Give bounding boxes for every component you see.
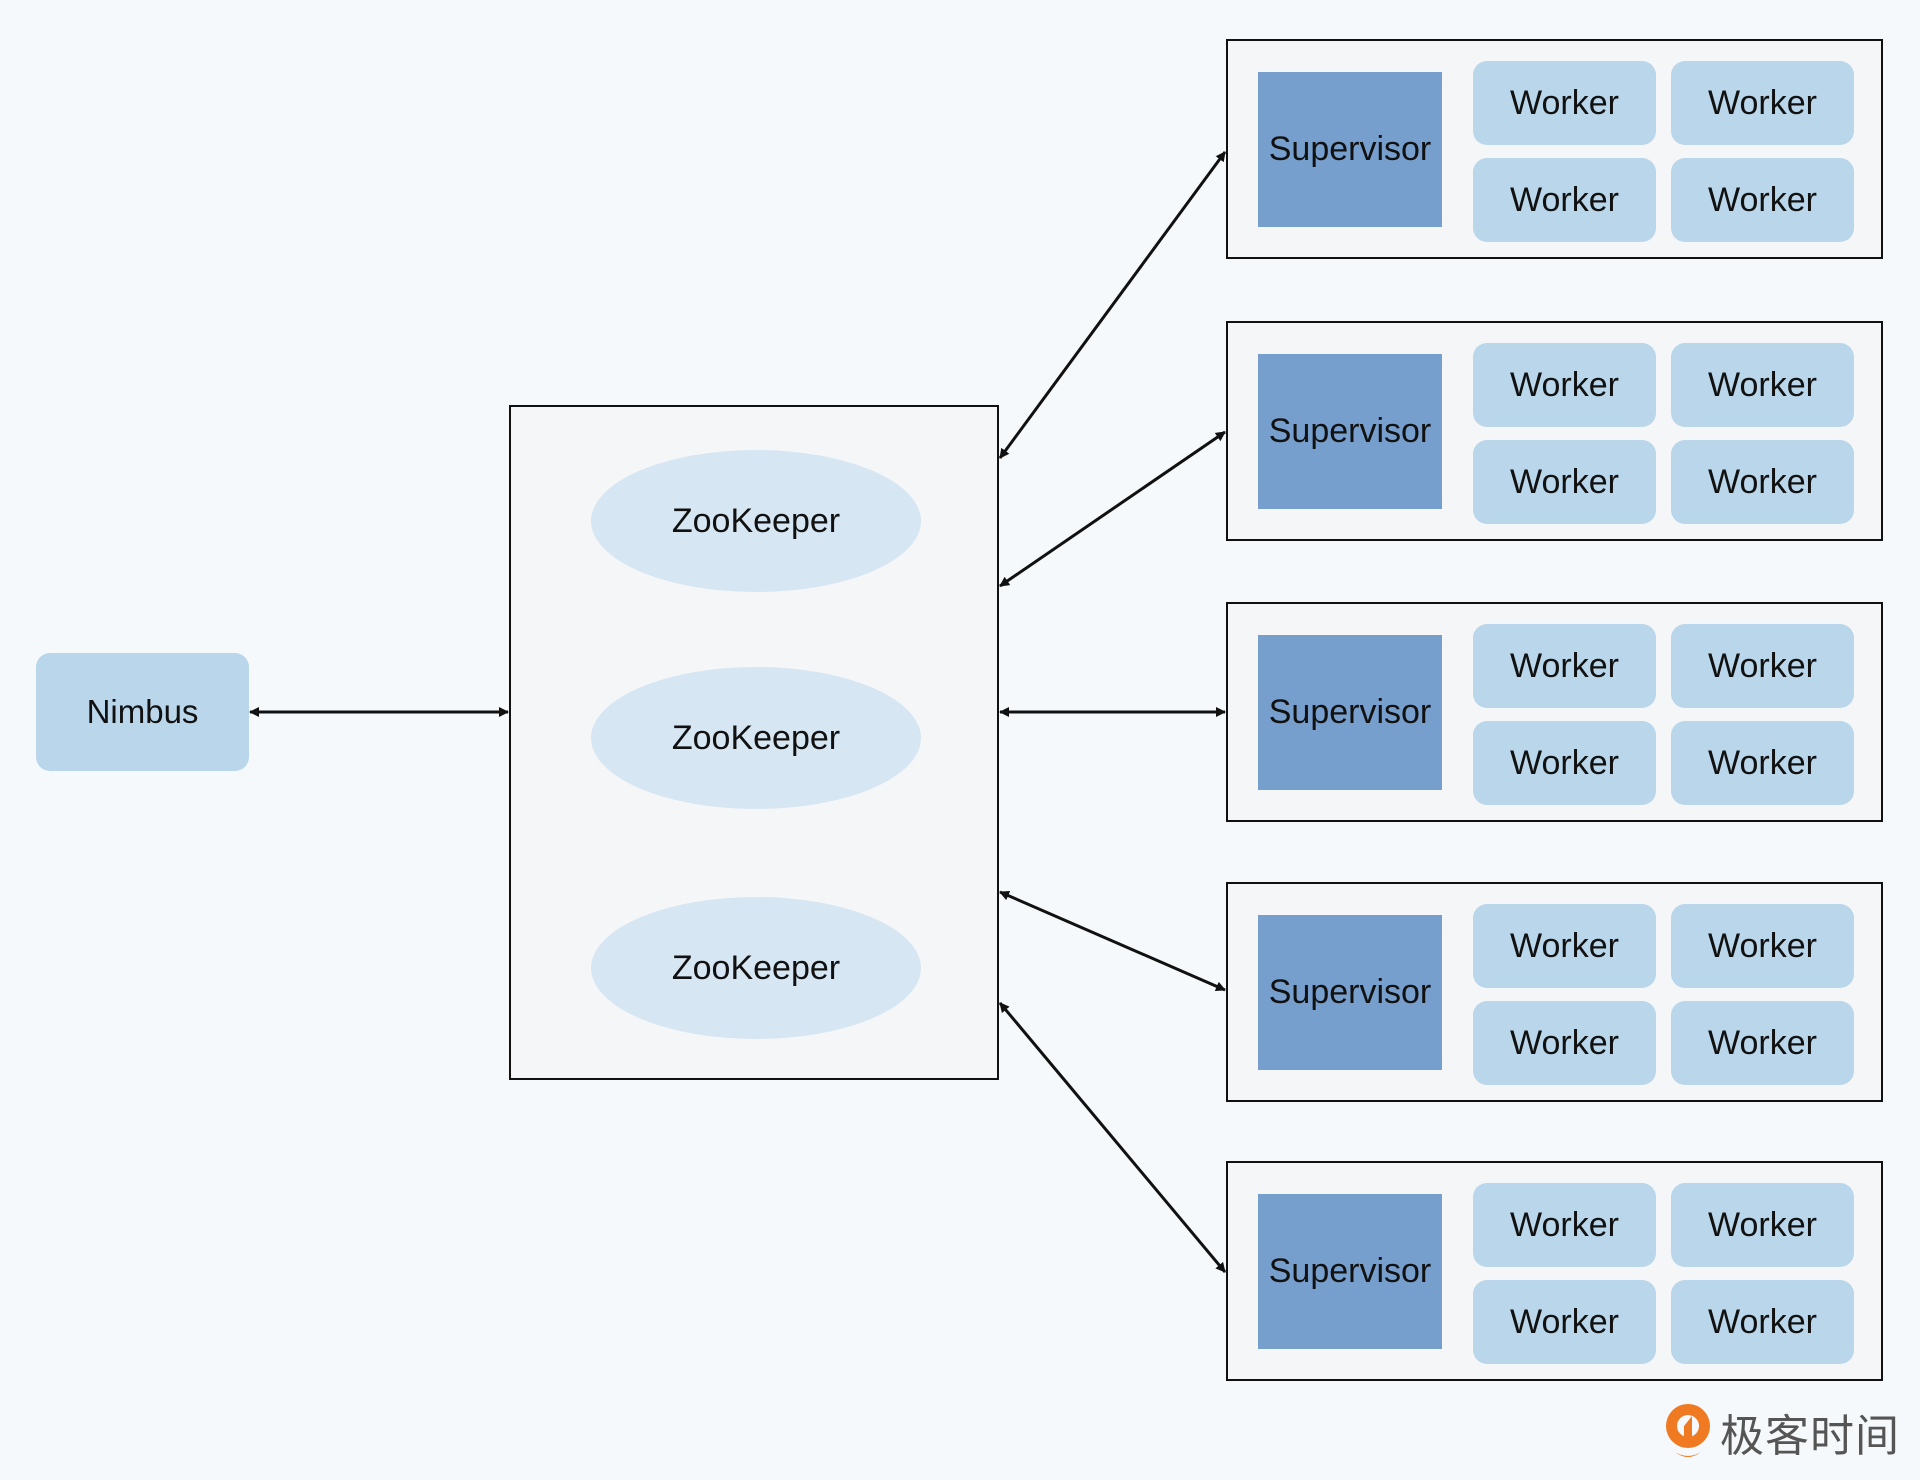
- nimbus-label: Nimbus: [86, 693, 199, 730]
- arrow-zookeeper-supervisor-1: [998, 151, 1227, 459]
- supervisor-label: Supervisor: [1268, 130, 1432, 168]
- worker-label: Worker: [1708, 180, 1817, 219]
- zookeeper-node: ZooKeeper: [591, 897, 921, 1039]
- worker-node: Worker: [1671, 904, 1854, 988]
- watermark-text: 极客时间: [1720, 1411, 1900, 1462]
- worker-label: Worker: [1510, 365, 1619, 404]
- worker-label: Worker: [1708, 1302, 1817, 1341]
- worker-node: Worker: [1671, 343, 1854, 427]
- nimbus-node: Nimbus: [36, 653, 249, 771]
- supervisor-node: Supervisor: [1258, 354, 1442, 509]
- worker-node: Worker: [1671, 158, 1854, 242]
- worker-label: Worker: [1708, 462, 1817, 501]
- worker-node: Worker: [1671, 1183, 1854, 1267]
- supervisor-node: Supervisor: [1258, 1194, 1442, 1349]
- worker-node: Worker: [1473, 440, 1656, 524]
- worker-node: Worker: [1473, 624, 1656, 708]
- supervisor-label: Supervisor: [1268, 693, 1432, 731]
- worker-label: Worker: [1510, 1023, 1619, 1062]
- supervisor-node: Supervisor: [1258, 915, 1442, 1070]
- zookeeper-label: ZooKeeper: [671, 501, 841, 540]
- worker-label: Worker: [1510, 1302, 1619, 1341]
- worker-label: Worker: [1510, 743, 1619, 782]
- worker-label: Worker: [1510, 180, 1619, 219]
- worker-label: Worker: [1708, 365, 1817, 404]
- worker-node: Worker: [1671, 61, 1854, 145]
- zookeeper-label: ZooKeeper: [671, 718, 841, 757]
- worker-label: Worker: [1510, 83, 1619, 122]
- worker-label: Worker: [1708, 83, 1817, 122]
- worker-node: Worker: [1671, 624, 1854, 708]
- supervisor-label: Supervisor: [1268, 412, 1432, 450]
- worker-label: Worker: [1708, 926, 1817, 965]
- worker-label: Worker: [1708, 1205, 1817, 1244]
- worker-node: Worker: [1473, 1280, 1656, 1364]
- supervisor-node: Supervisor: [1258, 72, 1442, 227]
- worker-label: Worker: [1708, 1023, 1817, 1062]
- worker-node: Worker: [1473, 721, 1656, 805]
- worker-label: Worker: [1510, 646, 1619, 685]
- worker-node: Worker: [1671, 1001, 1854, 1085]
- zookeeper-node: ZooKeeper: [591, 667, 921, 809]
- worker-node: Worker: [1473, 343, 1656, 427]
- worker-label: Worker: [1708, 646, 1817, 685]
- worker-label: Worker: [1510, 1205, 1619, 1244]
- zookeeper-label: ZooKeeper: [671, 948, 841, 987]
- supervisor-node: Supervisor: [1258, 635, 1442, 790]
- worker-node: Worker: [1473, 1183, 1656, 1267]
- arrow-zookeeper-supervisor-5: [998, 1002, 1227, 1273]
- worker-label: Worker: [1510, 462, 1619, 501]
- arrow-zookeeper-supervisor-4: [999, 890, 1226, 992]
- worker-node: Worker: [1671, 440, 1854, 524]
- worker-label: Worker: [1510, 926, 1619, 965]
- worker-node: Worker: [1473, 158, 1656, 242]
- worker-node: Worker: [1671, 1280, 1854, 1364]
- worker-node: Worker: [1473, 1001, 1656, 1085]
- zookeeper-cluster: ZooKeeper ZooKeeper ZooKeeper: [509, 405, 999, 1080]
- worker-node: Worker: [1473, 61, 1656, 145]
- supervisor-label: Supervisor: [1268, 973, 1432, 1011]
- watermark-logo: 极客时间: [1662, 1400, 1900, 1464]
- geektime-logo-icon: [1666, 1404, 1710, 1457]
- worker-label: Worker: [1708, 743, 1817, 782]
- arrow-zookeeper-supervisor-2: [999, 430, 1226, 588]
- worker-node: Worker: [1473, 904, 1656, 988]
- worker-node: Worker: [1671, 721, 1854, 805]
- zookeeper-node: ZooKeeper: [591, 450, 921, 592]
- supervisor-label: Supervisor: [1268, 1252, 1432, 1290]
